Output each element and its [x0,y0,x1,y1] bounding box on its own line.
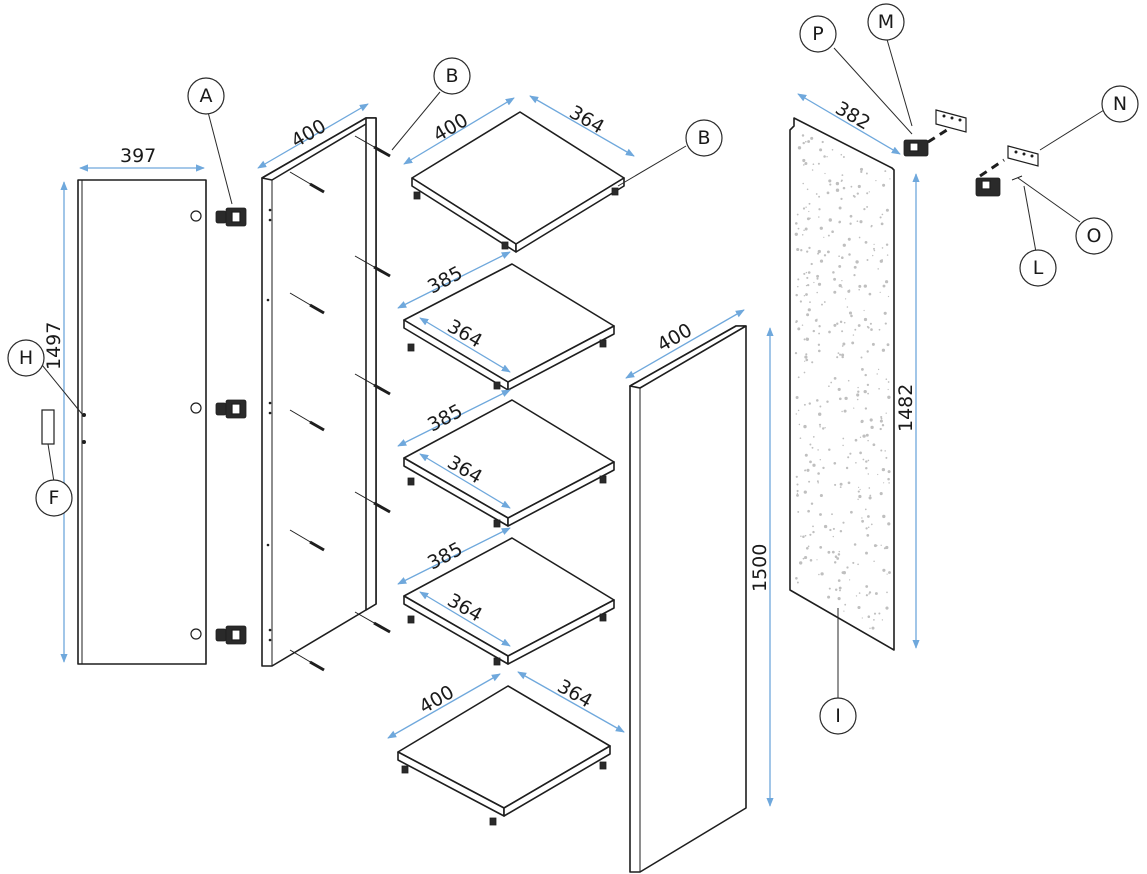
right-side-panel [629,325,747,873]
svg-text:B: B [697,127,710,149]
top-depth-label: 400 [430,109,472,146]
callout-p: P [799,15,837,53]
svg-text:I: I [835,705,841,727]
bottom-depth-label: 400 [416,681,458,718]
svg-text:L: L [1033,257,1044,279]
callout-o: O [1075,217,1113,255]
bottom-width-label: 364 [554,675,596,712]
callout-n: N [1101,85,1139,123]
hinge-cup-icon [190,210,202,640]
wall-bracket-icon [903,109,1039,197]
back-panel-texture [794,134,891,630]
svg-text:B: B [445,65,458,87]
back-height-label: 1482 [895,384,917,432]
callout-i: I [819,697,857,735]
right-side-depth-label: 400 [654,319,696,356]
callout-f: F [35,479,73,517]
callout-l: L [1019,249,1057,287]
callout-m: M [867,3,905,41]
handle-part [41,409,55,445]
svg-text:P: P [812,23,823,45]
svg-text:M: M [878,11,894,33]
door-width-label: 397 [120,145,156,167]
door-panel [77,179,207,665]
callout-leaders [37,35,1105,700]
svg-text:F: F [49,487,60,509]
callout-b-right: B [685,119,723,157]
left-side-panel [261,117,391,672]
callout-b-top: B [433,57,471,95]
dowel-icon [289,135,391,672]
callout-a: A [187,77,225,115]
right-side-height-label: 1500 [749,544,771,592]
svg-text:O: O [1087,225,1102,247]
svg-text:H: H [19,347,33,369]
svg-text:N: N [1113,93,1127,115]
top-width-label: 364 [566,101,608,138]
hinge-part-icon [215,207,247,645]
svg-text:A: A [200,85,213,107]
back-width-label: 382 [832,97,874,134]
back-panel [789,117,895,651]
callout-h: H [7,339,45,377]
door-height-label: 1497 [43,322,65,370]
